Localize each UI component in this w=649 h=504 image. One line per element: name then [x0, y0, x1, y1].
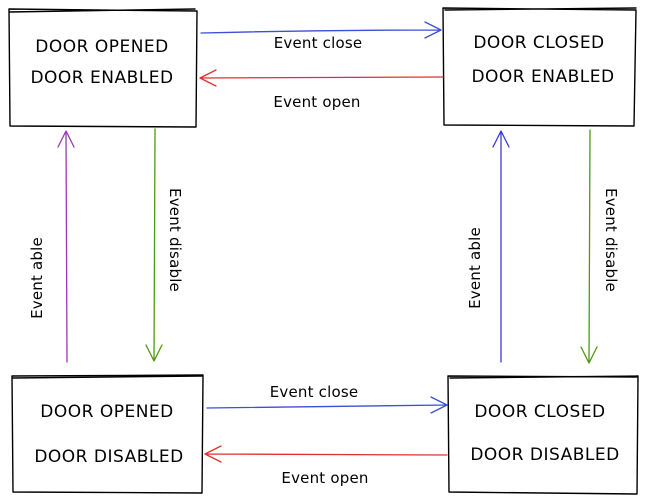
transition-top-open: Event open [199, 69, 444, 111]
arrow-down-icon [145, 128, 163, 362]
state-label-line2: DOOR ENABLED [471, 67, 614, 87]
state-opened-disabled: DOOR OPENED DOOR DISABLED [11, 374, 204, 494]
transition-bottom-close: Event close [206, 383, 448, 414]
state-label-line2: DOOR ENABLED [30, 68, 173, 88]
arrow-left-icon [204, 445, 448, 463]
state-label-line1: DOOR CLOSED [474, 402, 605, 422]
event-label: Event disable [602, 188, 620, 292]
state-label-line2: DOOR DISABLED [470, 445, 619, 465]
event-label: Event open [281, 469, 368, 487]
event-label: Event open [273, 93, 360, 111]
event-label: Event disable [166, 188, 184, 292]
arrow-up-icon [57, 130, 75, 363]
arrow-up-icon [492, 130, 510, 363]
state-label-line1: DOOR CLOSED [473, 33, 604, 53]
state-closed-enabled: DOOR CLOSED DOOR ENABLED [442, 7, 637, 127]
state-opened-enabled: DOOR OPENED DOOR ENABLED [8, 8, 198, 128]
state-label-line1: DOOR OPENED [35, 37, 169, 57]
transition-left-able: Event able [28, 130, 75, 363]
event-label: Event able [466, 227, 484, 309]
state-box-border [447, 375, 639, 495]
transition-bottom-open: Event open [204, 445, 448, 487]
state-box-border [8, 8, 198, 128]
event-label: Event able [28, 237, 46, 319]
transition-left-disable: Event disable [145, 128, 184, 362]
transition-top-close: Event close [200, 21, 442, 52]
state-box-border [11, 374, 204, 494]
arrow-right-icon [200, 21, 442, 39]
arrow-right-icon [206, 396, 448, 414]
state-closed-disabled: DOOR CLOSED DOOR DISABLED [447, 375, 639, 495]
transition-right-disable: Event disable [580, 129, 620, 364]
arrow-left-icon [199, 69, 444, 87]
arrow-down-icon [580, 129, 598, 364]
state-box-border [442, 7, 637, 127]
state-label-line2: DOOR DISABLED [34, 447, 183, 467]
event-label: Event close [274, 34, 363, 52]
event-label: Event close [270, 383, 359, 401]
transition-right-able: Event able [466, 130, 510, 363]
state-label-line1: DOOR OPENED [40, 402, 174, 422]
